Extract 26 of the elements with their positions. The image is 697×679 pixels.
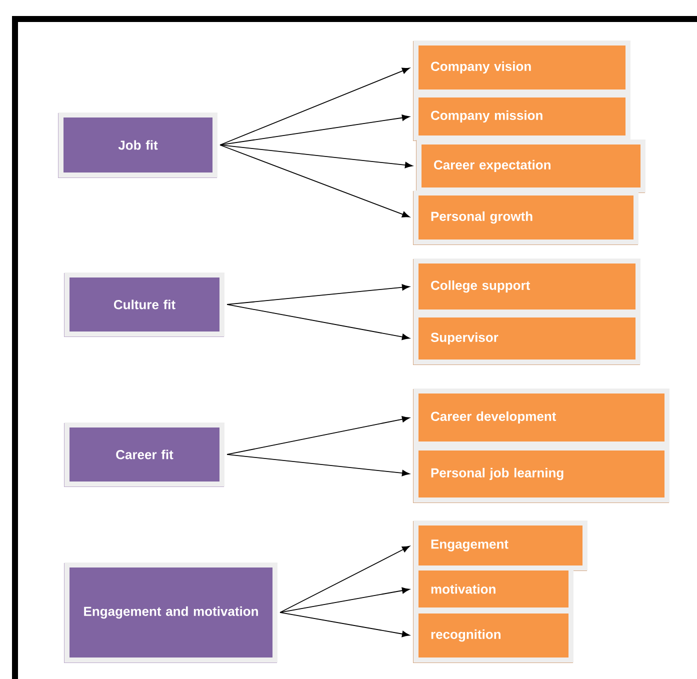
item-box: Career development xyxy=(413,388,670,447)
item-box: Supervisor xyxy=(413,312,640,365)
arrow xyxy=(280,587,410,613)
arrow xyxy=(220,144,413,168)
item-box: Personal job learning xyxy=(413,445,670,503)
item-box: Career expectation xyxy=(416,140,646,193)
item-box: College support xyxy=(413,258,640,315)
item-box: Engagement xyxy=(413,520,588,571)
arrow xyxy=(226,454,410,476)
arrow xyxy=(226,284,410,305)
category-box: Culture fit xyxy=(64,272,224,337)
arrow xyxy=(226,416,410,455)
item-box: Company vision xyxy=(413,40,630,95)
item-box: motivation xyxy=(413,565,574,613)
category-box: Career fit xyxy=(64,422,224,487)
item-box: Company mission xyxy=(413,92,630,141)
arrow xyxy=(280,612,410,638)
arrow xyxy=(280,546,410,613)
arrow xyxy=(226,304,410,340)
arrow xyxy=(220,144,410,218)
category-box: Job fit xyxy=(58,112,218,178)
item-box: recognition xyxy=(413,608,574,663)
arrow xyxy=(220,68,410,146)
item-box: Personal growth xyxy=(413,190,638,245)
arrow xyxy=(220,114,410,146)
category-box: Engagement and motivation xyxy=(64,562,278,663)
